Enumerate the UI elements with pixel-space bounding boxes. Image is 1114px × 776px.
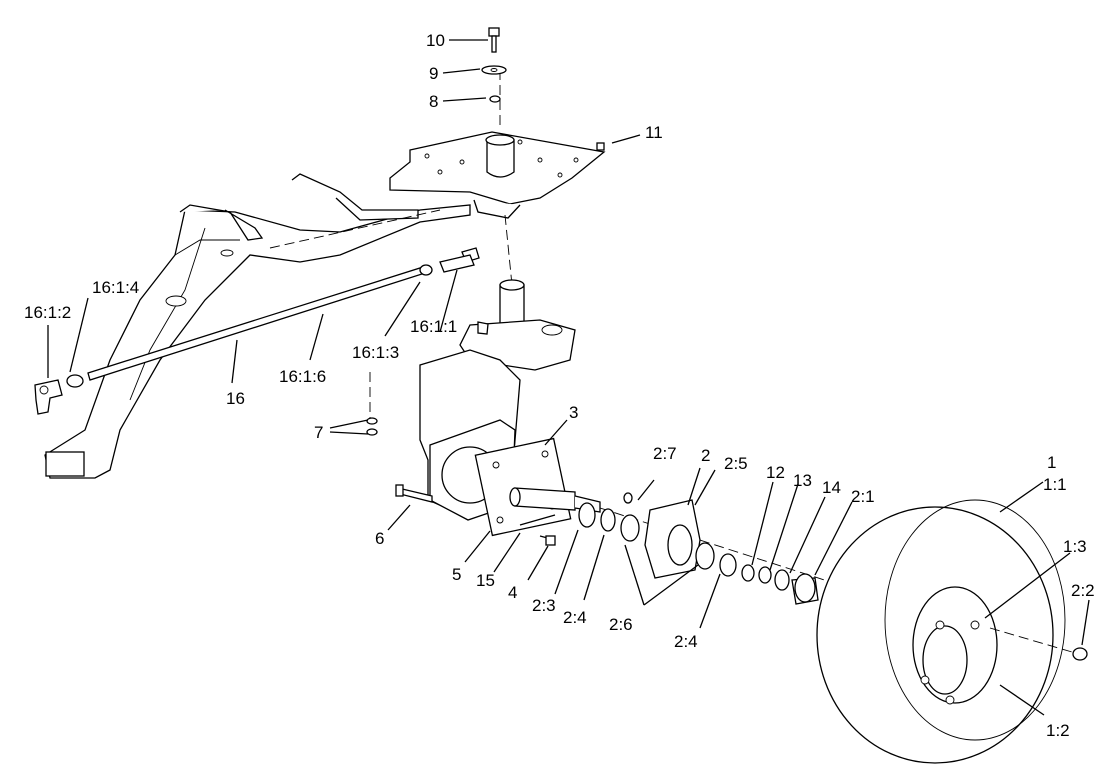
grease-fitting — [596, 142, 605, 151]
beam-brackets — [179, 173, 441, 249]
axle-beam — [44, 204, 471, 479]
callout-16-1-4: 16:1:4 — [92, 278, 139, 297]
callout-6: 6 — [375, 529, 384, 548]
callout-16: 16 — [226, 389, 245, 408]
tie-rod — [34, 254, 475, 415]
callout-16-1-2: 16:1:2 — [24, 303, 71, 322]
callout-7: 7 — [314, 423, 323, 442]
callout-10: 10 — [426, 31, 445, 50]
callout-2-1: 2:1 — [851, 487, 875, 506]
callout-2-5: 2:5 — [724, 454, 748, 473]
callout-16-1-6: 16:1:6 — [279, 367, 326, 386]
callout-11: 11 — [645, 123, 663, 142]
pivot-plate — [389, 70, 606, 286]
spindle-bracket — [369, 279, 841, 586]
callout-labels: 10 9 8 11 16:1:4 16:1:2 16:1:1 16:1:3 16… — [24, 31, 1095, 740]
bolt-washer-nut-stack — [481, 27, 507, 103]
callout-8: 8 — [429, 92, 438, 111]
callout-15: 15 — [476, 571, 495, 590]
callout-9: 9 — [429, 64, 438, 83]
callout-1: 1 — [1047, 453, 1056, 472]
callout-1-2: 1:2 — [1046, 721, 1070, 740]
wheel-tire — [816, 499, 1088, 764]
callout-4: 4 — [508, 583, 517, 602]
callout-13: 13 — [793, 471, 812, 490]
callout-2-7: 2:7 — [653, 444, 677, 463]
callout-3: 3 — [569, 403, 578, 422]
callout-14: 14 — [822, 478, 841, 497]
callout-16-1-1: 16:1:1 — [410, 317, 457, 336]
callout-1-1: 1:1 — [1043, 475, 1067, 494]
callout-2-2: 2:2 — [1071, 581, 1095, 600]
callout-2-6: 2:6 — [609, 615, 633, 634]
callout-5: 5 — [452, 565, 461, 584]
callout-12: 12 — [766, 463, 785, 482]
leader-lines — [47, 39, 1090, 716]
hub-components — [578, 492, 819, 605]
callout-2-3: 2:3 — [532, 596, 556, 615]
callout-2-4-right: 2:4 — [674, 632, 698, 651]
callout-2: 2 — [701, 446, 710, 465]
callout-16-1-3: 16:1:3 — [352, 343, 399, 362]
callout-1-3: 1:3 — [1063, 537, 1087, 556]
callout-2-4-left: 2:4 — [563, 608, 587, 627]
